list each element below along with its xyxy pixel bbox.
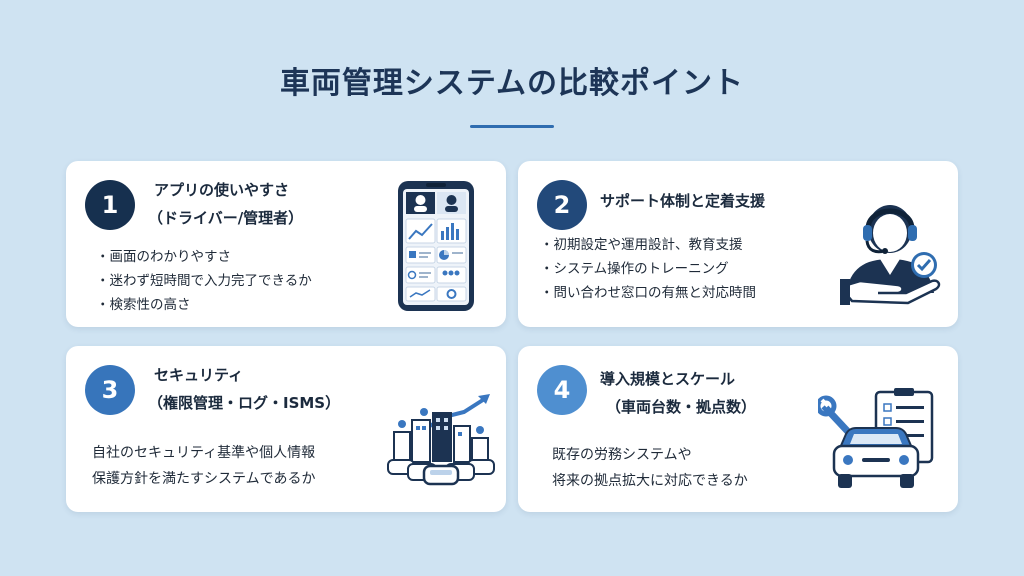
support-operator-icon (840, 205, 941, 305)
city-fleet-growth-icon (387, 394, 495, 486)
description-line: 保護方針を満たすシステムであるか (92, 471, 316, 487)
card-security: 3 セキュリティ （権限管理・ログ・ISMS） 自社のセキュリティ基準や個人情報… (66, 346, 506, 512)
card-app-usability: 1 アプリの使いやすさ （ドライバー/管理者） ・画面のわかりやすさ ・迷わず短… (66, 161, 506, 327)
card-subheading: （権限管理・ログ・ISMS） (148, 394, 341, 412)
bullet-item: ・検索性の高さ (96, 297, 191, 313)
card-heading: アプリの使いやすさ (154, 181, 290, 199)
car-checklist-wrench-icon (818, 388, 934, 488)
card-heading: セキュリティ (154, 366, 244, 384)
card-description: 既存の労務システムや 将来の拠点拡大に対応できるか (552, 442, 748, 494)
description-line: 自社のセキュリティ基準や個人情報 (92, 445, 316, 461)
card-number-badge: 1 (85, 180, 135, 230)
card-support: 2 サポート体制と定着支援 ・初期設定や運用設計、教育支援 ・システム操作のトレ… (518, 161, 958, 327)
title-underline (470, 125, 554, 128)
card-scale: 4 導入規模とスケール （車両台数・拠点数） 既存の労務システムや 将来の拠点拡… (518, 346, 958, 512)
bullet-list: ・初期設定や運用設計、教育支援 ・システム操作のトレーニング ・問い合わせ窓口の… (540, 233, 756, 305)
card-heading: サポート体制と定着支援 (600, 192, 766, 210)
card-heading: 導入規模とスケール (600, 370, 736, 388)
description-line: 既存の労務システムや (552, 447, 692, 463)
bullet-item: ・迷わず短時間で入力完了できるか (96, 273, 312, 289)
card-number-badge: 4 (537, 365, 587, 415)
card-number-badge: 3 (85, 365, 135, 415)
card-subheading: （車両台数・拠点数） (606, 398, 757, 416)
page-title: 車両管理システムの比較ポイント (279, 66, 745, 101)
bullet-item: ・初期設定や運用設計、教育支援 (540, 237, 743, 253)
smartphone-app-icon (398, 181, 474, 311)
bullet-list: ・画面のわかりやすさ ・迷わず短時間で入力完了できるか ・検索性の高さ (96, 245, 312, 317)
bullet-item: ・システム操作のトレーニング (540, 261, 729, 277)
card-number-badge: 2 (537, 180, 587, 230)
bullet-item: ・問い合わせ窓口の有無と対応時間 (540, 285, 756, 301)
card-description: 自社のセキュリティ基準や個人情報 保護方針を満たすシステムであるか (92, 440, 315, 492)
bullet-item: ・画面のわかりやすさ (96, 249, 231, 265)
card-subheading: （ドライバー/管理者） (148, 209, 304, 227)
description-line: 将来の拠点拡大に対応できるか (552, 473, 748, 489)
